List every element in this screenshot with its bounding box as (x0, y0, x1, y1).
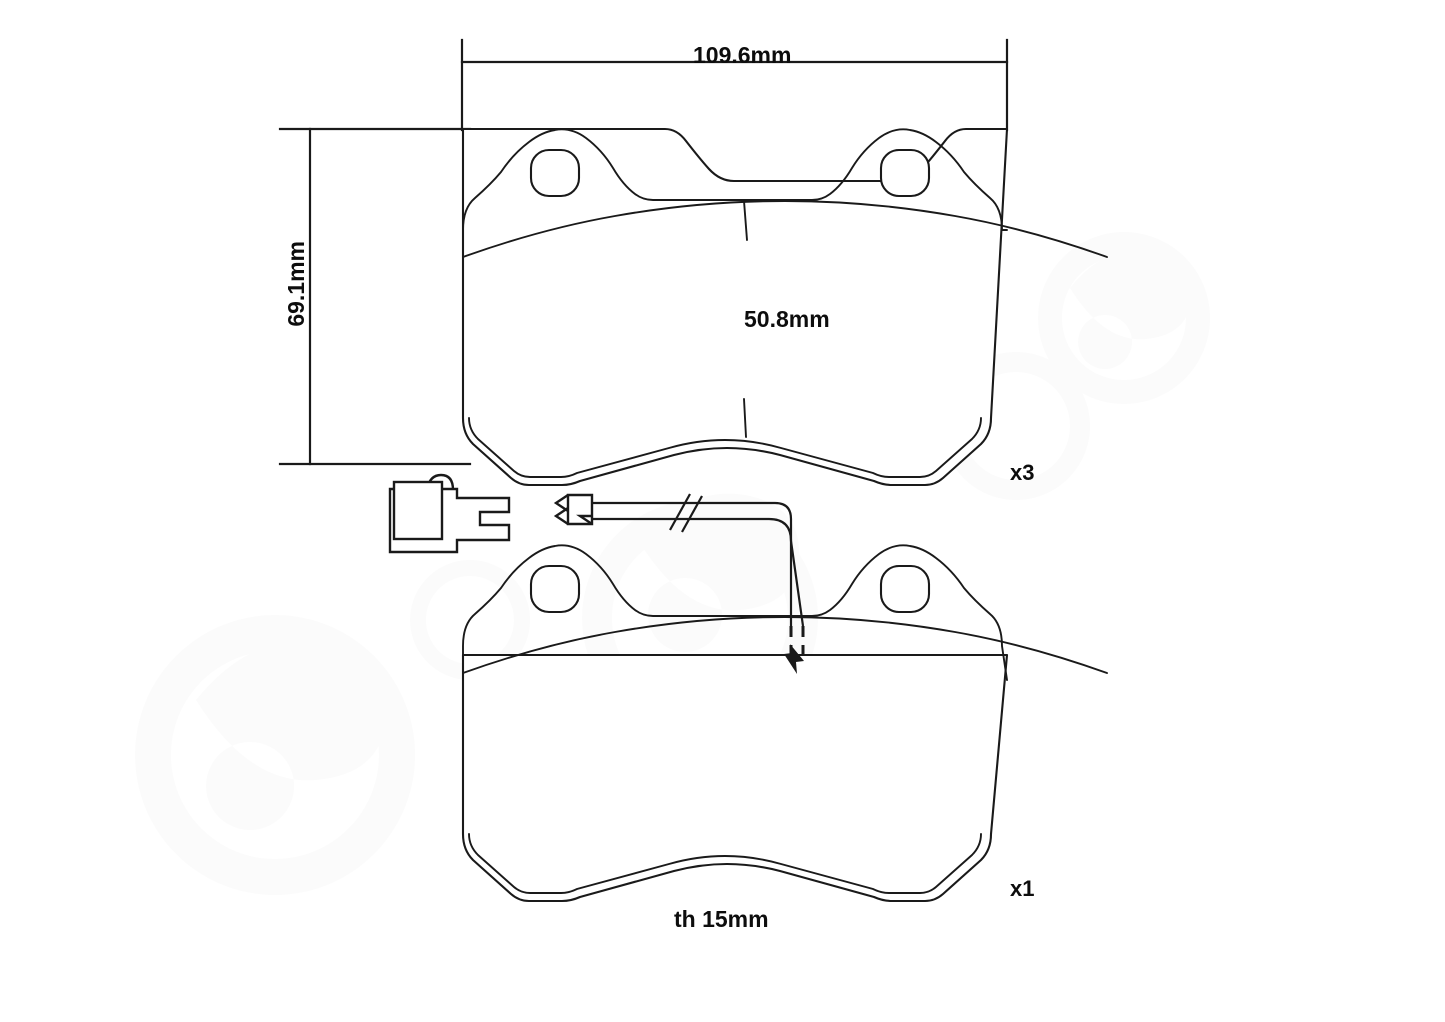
clip-barb-upper-icon (553, 494, 569, 512)
mounting-hole-icon[interactable] (529, 564, 581, 614)
lower-friction-arc (462, 616, 1108, 674)
mounting-hole-icon[interactable] (529, 148, 581, 198)
upper-center-tick-lower (743, 398, 747, 438)
width-dimension (460, 38, 1009, 132)
upper-pad-top-profile (462, 128, 1008, 231)
quantity-label-upper: x3 (1010, 460, 1035, 485)
friction-height-label: 50.8mm (744, 306, 830, 332)
upper-center-tick (743, 200, 748, 241)
upper-friction-arc (462, 200, 1108, 258)
height-dimension-label: 69.1mm (283, 155, 310, 327)
sensor-wire-upper (592, 501, 793, 626)
connector-inner-block (392, 480, 444, 541)
connector-clip-block (566, 493, 594, 526)
brembo-watermark-right-upper (1038, 232, 1211, 404)
lower-pad-bottom-inner (468, 833, 982, 894)
clip-barb-lower-icon (576, 514, 593, 525)
height-dimension-label-text: 69.1mm (283, 241, 309, 327)
lower-pad-top-profile (462, 544, 1008, 681)
brembo-watermark-large (135, 615, 416, 895)
lower-pad-outline[interactable] (461, 653, 1009, 903)
clip-barb-lower2-icon (553, 507, 569, 525)
thickness-label: th 15mm (674, 906, 769, 932)
mounting-hole-icon[interactable] (879, 148, 931, 198)
sensor-wire-lower (592, 517, 805, 627)
wire-break-icon (669, 493, 703, 533)
upper-pad-outline[interactable] (461, 127, 1009, 487)
quantity-label-lower: x1 (1010, 876, 1035, 901)
upper-pad-bottom-inner (468, 417, 982, 478)
height-dimension (278, 127, 472, 466)
pointer-arrow-icon (784, 644, 804, 674)
brembo-watermark-center (582, 493, 819, 737)
mounting-hole-icon[interactable] (879, 564, 931, 614)
width-dimension-label: 109.6mm (693, 42, 792, 68)
